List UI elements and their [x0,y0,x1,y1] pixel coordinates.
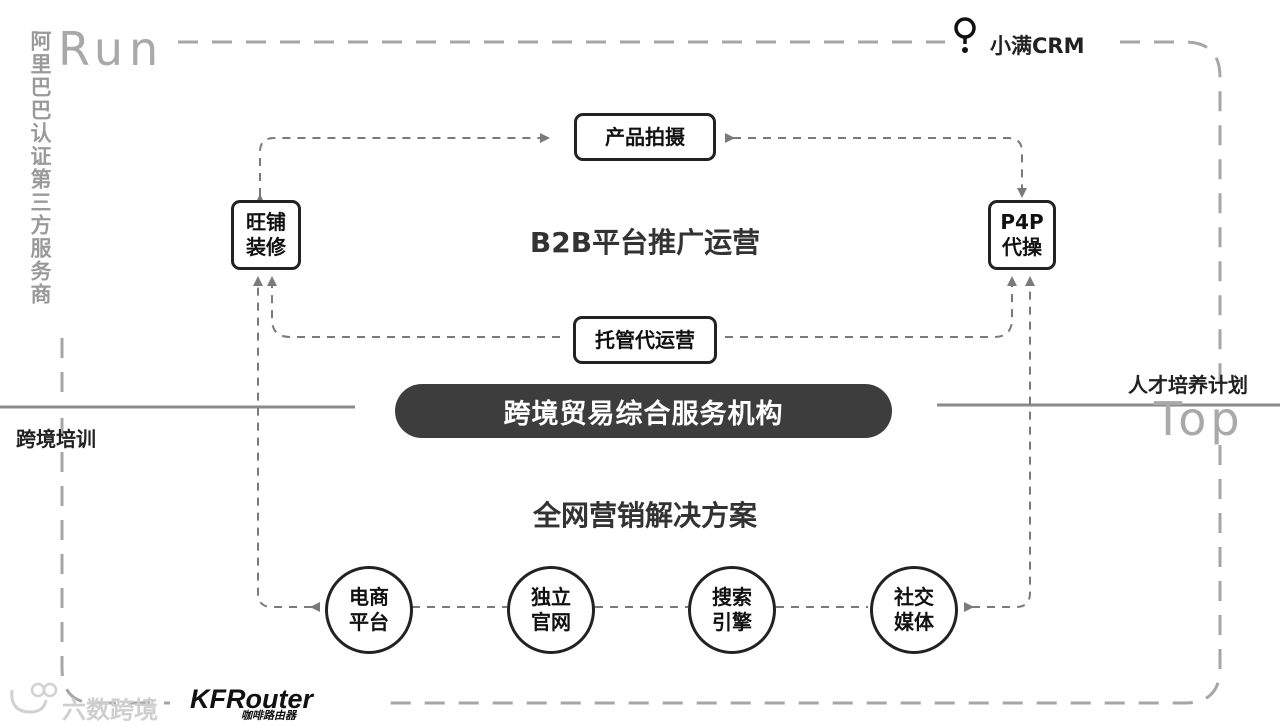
channel-search-line-2: 引擎 [712,610,752,634]
top-word: Top [1154,392,1244,446]
outer-frame-left-lower [60,418,170,705]
channel-social: 社交 媒体 [870,566,958,654]
channel-website-line-2: 官网 [531,610,571,634]
brand-label: 小满CRM [990,30,1084,60]
center-pill: 跨境贸易综合服务机构 [395,384,892,438]
brand-logo-icon [954,17,976,53]
marketing-heading: 全网营销解决方案 [532,499,757,532]
p4p-box-line-1: P4P [1000,210,1044,234]
kfrouter-logo-text: KFRouter [190,684,313,714]
connector-store-to-ecommerce [253,276,320,612]
connector-hosting-left [267,276,560,338]
channel-ecommerce-line-2: 平台 [349,610,389,634]
channel-social-line-2: 媒体 [894,610,934,634]
channel-website-line-1: 独立 [531,585,571,609]
connector-hosting-right [725,276,1017,338]
left-side-label: 跨境培训 [16,427,96,451]
connector-store-to-photo [255,133,550,204]
run-word: Run [58,22,165,76]
hosting-box: 托管代运营 [573,316,717,364]
connector-p4p-to-social [964,276,1035,612]
outer-frame-top-right [1120,40,1222,395]
photo-box-label: 产品拍摄 [605,124,685,149]
kfrouter-logo: KFRouter 咖啡路由器 [190,684,313,723]
channel-social-line-1: 社交 [894,585,934,609]
watermark-text: 六数跨境 [62,696,158,724]
store-box-line-2: 装修 [246,235,286,259]
brand-name: 小满CRM [990,34,1085,58]
channel-ecommerce: 电商 平台 [325,566,413,654]
photo-box: 产品拍摄 [574,113,716,161]
p4p-box-line-2: 代操 [1001,235,1042,259]
b2b-heading: B2B平台推广运营 [529,226,761,259]
center-pill-label: 跨境贸易综合服务机构 [503,398,784,430]
watermark-icon [10,682,58,714]
channel-website: 独立 官网 [507,566,595,654]
kfrouter-subtitle: 咖啡路由器 [241,709,296,722]
channel-search-line-1: 搜索 [712,585,752,609]
vertical-certification-text: 阿里巴巴认证第三方服务商 [28,30,52,306]
right-side-label: 人才培养计划 [1128,373,1248,397]
connector-photo-to-p4p [725,133,1027,198]
channel-search: 搜索 引擎 [688,566,776,654]
channel-ecommerce-line-1: 电商 [349,585,389,609]
store-decoration-box: 旺铺 装修 [231,200,301,270]
p4p-box: P4P 代操 [988,200,1056,270]
store-box-line-1: 旺铺 [246,210,286,234]
hosting-box-label: 托管代运营 [595,327,695,352]
outer-frame-right-lower [380,445,1222,705]
